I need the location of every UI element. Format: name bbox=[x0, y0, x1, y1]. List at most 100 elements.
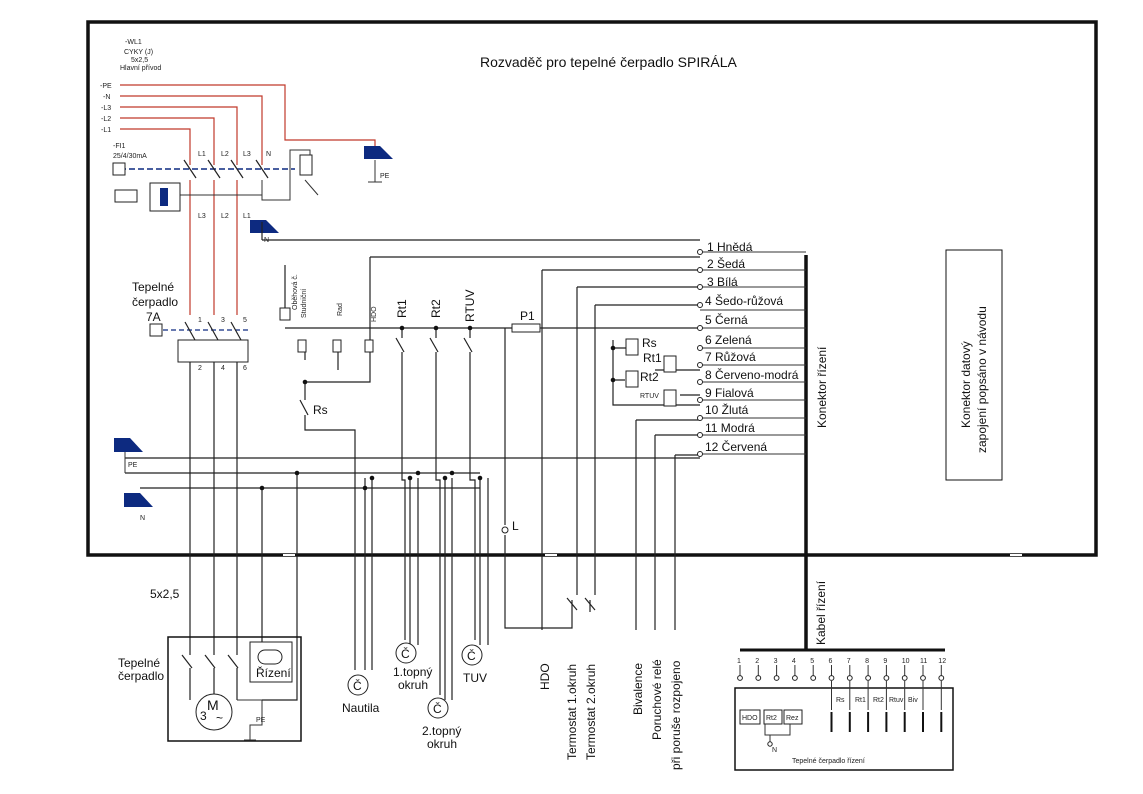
breaker-terminal-n: N bbox=[266, 151, 271, 158]
cu-box-hdo: HDO bbox=[742, 715, 758, 722]
relay-rad: Rad bbox=[337, 303, 344, 316]
l2-wire bbox=[120, 117, 215, 165]
relay-rt1: Rt1 bbox=[395, 299, 409, 318]
pe-left-label: PE bbox=[128, 462, 138, 469]
cu-pin-circle bbox=[920, 675, 926, 681]
hp-pin-2: 2 bbox=[198, 365, 202, 372]
rt1-resistor-label: Rt1 bbox=[643, 351, 662, 365]
connector-pin-10: 10 Žlutá bbox=[705, 402, 749, 417]
relay-circulation-1: Oběhová č. bbox=[292, 274, 299, 310]
cu-pin-circle bbox=[883, 675, 890, 681]
control-unit-inner: HDO Rt2 Rez N Rs Rt1 Rt2 Rtuv Biv bbox=[739, 697, 918, 754]
cu-pin-label: 7 bbox=[847, 658, 851, 665]
cu-pin-circle bbox=[792, 675, 798, 681]
hp-breaker: 1 3 5 2 4 6 bbox=[149, 317, 250, 372]
heat-pump-unit: Tepelné čerpadlo M 3 ~ Řízení PE bbox=[118, 636, 302, 742]
relay-hdo: HDO bbox=[371, 306, 378, 322]
rtuv-resistor-label: RTUV bbox=[640, 393, 659, 400]
pe-top-label: PE bbox=[380, 173, 390, 180]
control-unit-title: Tepelné čerpadlo řízení bbox=[792, 758, 865, 765]
tuv-label: TUV bbox=[463, 671, 487, 685]
thermostat-resistors: Rs Rt1 Rt2 RTUV bbox=[625, 336, 677, 407]
connector-pin-1: 1 Hnědá bbox=[707, 240, 753, 254]
connector-pin-6: 6 Zelená bbox=[705, 333, 752, 347]
cu-pin-label: 10 bbox=[902, 658, 910, 665]
l1-wire bbox=[120, 128, 191, 165]
rs-resistor-label: Rs bbox=[642, 336, 657, 350]
supply-cable-size: 5x2,5 bbox=[131, 57, 148, 64]
external-cable-size: 5x2,5 bbox=[150, 587, 180, 601]
heat-pump-label-1: Tepelné bbox=[118, 656, 160, 670]
cu-pin-circle bbox=[773, 675, 780, 681]
relay-circulation-2: Studniční bbox=[301, 289, 308, 318]
conductor-l3-label: -L3 bbox=[101, 105, 111, 112]
control-cable-label: Kabel řízení bbox=[814, 580, 828, 645]
connector-pin-5: 5 Černá bbox=[705, 312, 748, 327]
data-connector-box bbox=[945, 249, 1003, 481]
cu-pin-circle bbox=[901, 675, 908, 681]
connector-pin-7: 7 Růžová bbox=[705, 350, 756, 364]
connector-pin-11: 11 Modrá bbox=[705, 421, 755, 435]
hp-pin-6: 6 bbox=[243, 365, 247, 372]
fault-relay-label-1: Poruchové relé bbox=[650, 659, 664, 740]
data-connector-line1: Konektor datový bbox=[959, 341, 973, 428]
hp-pin-3: 3 bbox=[221, 317, 225, 324]
heat-pump-label-2: čerpadlo bbox=[118, 669, 164, 683]
breaker-terminal-l1: L1 bbox=[198, 151, 206, 158]
cu-contact-biv: Biv bbox=[908, 697, 918, 704]
supply-cable-desc: Hlavní přívod bbox=[120, 65, 161, 72]
pump-heating-1: Č 1.topný okruh bbox=[393, 642, 432, 692]
bivalence-label: Bivalence bbox=[631, 663, 645, 715]
diagram-title: Rozvaděč pro tepelné čerpadlo SPIRÁLA bbox=[480, 54, 737, 70]
supply-cable-id: -WL1 bbox=[125, 39, 142, 46]
n-terminal-left: N bbox=[124, 493, 153, 522]
cu-pin-circle bbox=[737, 675, 743, 681]
thermostat2-label: Termostat 2.okruh bbox=[584, 664, 598, 760]
conductor-l1-label: -L1 bbox=[101, 127, 111, 134]
breaker-lower-l2: L2 bbox=[221, 213, 229, 220]
heating1-label-2: okruh bbox=[398, 678, 428, 692]
connector-pin-9: 9 Fialová bbox=[705, 386, 754, 400]
relay-contacts bbox=[279, 307, 596, 611]
connector-label: Konektor řízení bbox=[815, 346, 829, 428]
control-connector: 1 Hnědá 2 Šedá 3 Bílá 4 Šedo-růžová 5 Če… bbox=[697, 240, 829, 650]
cu-pin-label: 8 bbox=[865, 658, 869, 665]
connector-pin-12: 12 Červená bbox=[705, 439, 767, 454]
relay-p1: P1 bbox=[520, 309, 535, 323]
hp-pin-1: 1 bbox=[198, 317, 202, 324]
breaker-terminal-l3: L3 bbox=[243, 151, 251, 158]
motor-m: M bbox=[207, 697, 219, 713]
data-connector-line2: zapojení popsáno v návodu bbox=[975, 306, 989, 453]
connector-pin-lines bbox=[700, 251, 806, 455]
breaker-rating: 25/4/30mA bbox=[113, 153, 147, 160]
thermostat1-label: Termostat 1.okruh bbox=[565, 664, 579, 760]
heating2-symbol: Č bbox=[433, 701, 442, 716]
hp-breaker-rating: 7A bbox=[146, 310, 161, 324]
cu-pin-label: 5 bbox=[810, 658, 814, 665]
hp-breaker-label-2: čerpadlo bbox=[132, 295, 178, 309]
pe-wire bbox=[120, 84, 376, 150]
cu-pin-circle bbox=[865, 675, 871, 681]
cu-pin-label: 4 bbox=[792, 658, 796, 665]
conductor-pe-label: -PE bbox=[100, 83, 112, 90]
nautila-symbol: Č bbox=[353, 678, 362, 693]
cu-contact-rtuv: Rtuv bbox=[889, 697, 904, 704]
pump-nautila: Č Nautila bbox=[342, 674, 380, 715]
conductor-n-label: -N bbox=[103, 94, 110, 101]
hp-breaker-label-1: Tepelné bbox=[132, 280, 174, 294]
cu-pin-circle bbox=[938, 675, 945, 681]
breaker-lower-l3: L3 bbox=[198, 213, 206, 220]
cu-pin-circle bbox=[755, 675, 762, 681]
connector-pin-8: 8 Červeno-modrá bbox=[705, 367, 799, 382]
n-left-label: N bbox=[140, 515, 145, 522]
fault-relay-label-2: při poruše rozpojeno bbox=[669, 660, 683, 770]
connector-pin-3: 3 Bílá bbox=[707, 275, 738, 289]
breaker-terminal-l2: L2 bbox=[221, 151, 229, 158]
cu-pin-label: 11 bbox=[920, 658, 927, 665]
cu-pin-label: 12 bbox=[938, 658, 946, 665]
motor-phase: 3 bbox=[200, 709, 207, 723]
supply-wires bbox=[120, 84, 376, 315]
cu-box-rt2: Rt2 bbox=[766, 715, 777, 722]
